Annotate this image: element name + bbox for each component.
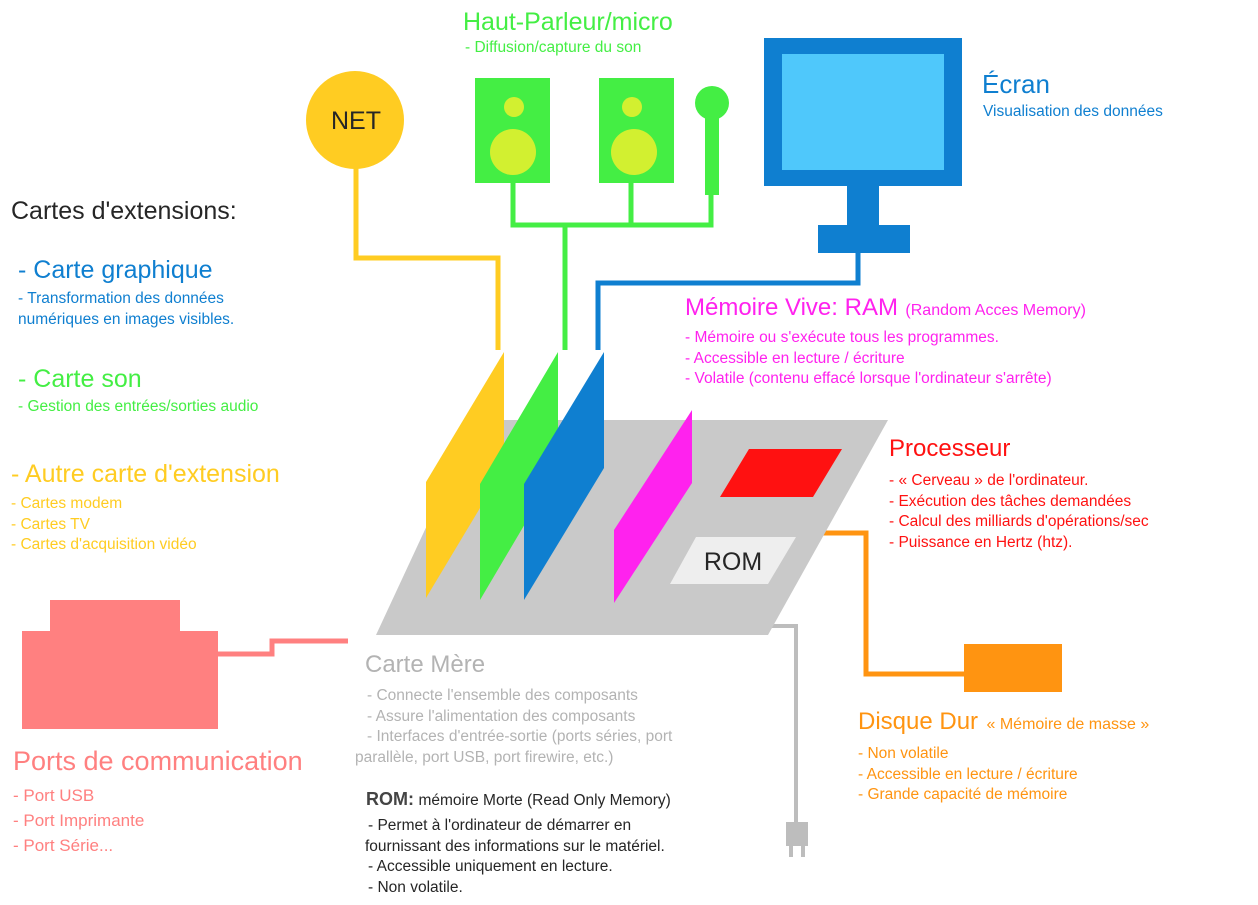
- ports-line: - Port Série...: [13, 836, 114, 855]
- disk-line: - Non volatile: [858, 745, 949, 762]
- ports-icon: [22, 600, 218, 729]
- speaker-icon: [599, 78, 674, 183]
- rom-description: - Permet à l'ordinateur de démarrer en f…: [365, 816, 665, 898]
- sound-card: [480, 352, 558, 600]
- speaker-line: - Diffusion/capture du son: [465, 39, 642, 56]
- rom-line: - Accessible uniquement en lecture.: [368, 858, 613, 875]
- disk-title: Disque Dur « Mémoire de masse »: [858, 708, 1149, 737]
- rom-chip: [670, 537, 796, 584]
- processor-title: Processeur: [889, 435, 1011, 462]
- graphics-card-description: - Transformation des données numériques …: [18, 289, 234, 330]
- disk-line: - Accessible en lecture / écriture: [858, 765, 1078, 783]
- rom-title: ROM: mémoire Morte (Read Only Memory): [366, 789, 671, 811]
- motherboard-line: parallèle, port USB, port firewire, etc.…: [355, 748, 614, 766]
- rom-title-sub: mémoire Morte (Read Only Memory): [418, 792, 671, 809]
- ram-module: [614, 410, 692, 603]
- rom-chip-label: ROM: [703, 548, 763, 576]
- motherboard-title: Carte Mère: [365, 651, 486, 678]
- other-line: - Cartes TV: [11, 515, 90, 533]
- other-card-title: - Autre carte d'extension: [11, 460, 280, 488]
- graphics-line: numériques en images visibles.: [18, 310, 235, 328]
- screen-line: Visualisation des données: [983, 103, 1163, 120]
- net-wire: [353, 160, 501, 350]
- ports-title: Ports de communication: [13, 746, 303, 776]
- speaker-title: Haut-Parleur/micro: [463, 8, 673, 36]
- sound-card-title: - Carte son: [18, 365, 142, 393]
- motherboard-line: - Interfaces d'entrée-sortie (ports séri…: [367, 728, 673, 745]
- disk-wire: [822, 530, 966, 677]
- ram-line: - Accessible en lecture / écriture: [685, 349, 905, 367]
- ram-line: - Volatile (contenu effacé lorsque l'ord…: [685, 370, 1052, 387]
- ports-wire: [218, 638, 348, 657]
- net-icon: [306, 71, 404, 169]
- processor-chip: [720, 449, 842, 497]
- power-wire: [772, 624, 798, 822]
- microphone-icon: [695, 86, 729, 195]
- disk-description: - Non volatile - Accessible en lecture /…: [858, 744, 1078, 806]
- extensions-heading: Cartes d'extensions:: [11, 197, 237, 225]
- other-line: - Cartes modem: [11, 495, 123, 512]
- extension-card: [426, 352, 504, 598]
- rom-line: - Non volatile.: [368, 878, 463, 896]
- ports-line: - Port Imprimante: [13, 811, 145, 830]
- ports-line: - Port USB: [13, 786, 95, 805]
- sound-line: - Gestion des entrées/sorties audio: [18, 398, 259, 415]
- disk-title-main: Disque Dur: [858, 708, 979, 735]
- processor-line: - Exécution des tâches demandées: [889, 492, 1132, 510]
- other-card-description: - Cartes modem - Cartes TV - Cartes d'ac…: [11, 494, 197, 556]
- disk-line: - Grande capacité de mémoire: [858, 786, 1068, 803]
- power-plug-icon: [786, 822, 808, 857]
- screen-title: Écran: [982, 69, 1050, 99]
- monitor-icon: [764, 38, 962, 253]
- ram-description: - Mémoire ou s'exécute tous les programm…: [685, 328, 1052, 390]
- motherboard-line: - Connecte l'ensemble des composants: [367, 687, 638, 704]
- screen-wire: [595, 252, 861, 350]
- hard-disk-icon: [964, 644, 1062, 692]
- graphics-card: [524, 352, 604, 600]
- motherboard-description: - Connecte l'ensemble des composants - A…: [355, 686, 672, 768]
- net-label: NET: [331, 107, 381, 135]
- ports-description: - Port USB - Port Imprimante - Port Séri…: [13, 783, 144, 858]
- processor-line: - Puissance en Hertz (htz).: [889, 533, 1073, 551]
- screen-description: Visualisation des données: [983, 102, 1163, 123]
- graphics-card-title: - Carte graphique: [18, 256, 213, 284]
- graphics-line: - Transformation des données: [18, 290, 224, 307]
- other-line: - Cartes d'acquisition vidéo: [11, 536, 197, 553]
- processor-description: - « Cerveau » de l'ordinateur. - Exécuti…: [889, 471, 1149, 553]
- processor-line: - « Cerveau » de l'ordinateur.: [889, 472, 1089, 489]
- rom-line: - Permet à l'ordinateur de démarrer en: [368, 817, 632, 834]
- speaker-icon: [475, 78, 550, 183]
- motherboard-line: - Assure l'alimentation des composants: [367, 707, 636, 725]
- ram-title: Mémoire Vive: RAM (Random Acces Memory): [685, 294, 1086, 323]
- ram-title-sub: (Random Acces Memory): [905, 302, 1086, 319]
- ram-title-main: Mémoire Vive: RAM: [685, 294, 898, 321]
- sound-card-description: - Gestion des entrées/sorties audio: [18, 397, 258, 418]
- ram-line: - Mémoire ou s'exécute tous les programm…: [685, 329, 999, 346]
- rom-line: fournissant des informations sur le maté…: [365, 837, 665, 855]
- disk-title-sub: « Mémoire de masse »: [986, 716, 1150, 733]
- processor-line: - Calcul des milliards d'opérations/sec: [889, 513, 1149, 530]
- rom-title-main: ROM:: [366, 789, 414, 809]
- speaker-description: - Diffusion/capture du son: [465, 38, 641, 59]
- speaker-wire: [510, 183, 714, 350]
